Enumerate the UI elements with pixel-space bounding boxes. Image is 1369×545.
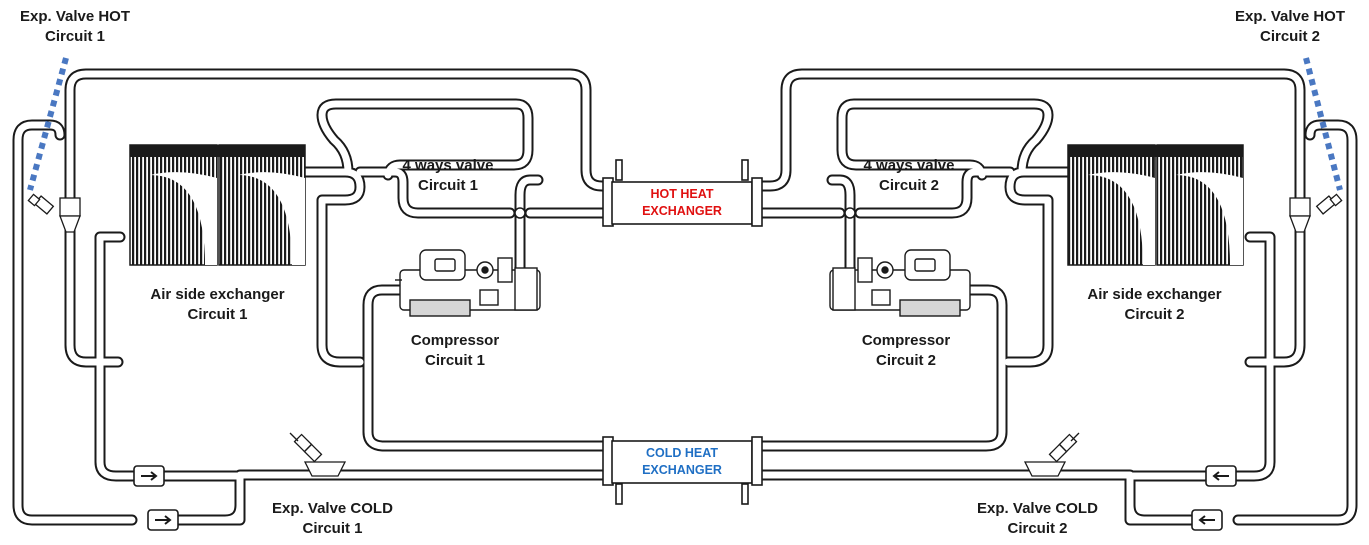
air-side-exchanger-circuit-1-label: Air side exchanger Circuit 1 (150, 286, 285, 323)
exp-valve-hot-1-callout-line (27, 57, 69, 191)
compressor-circuit-2-label: Compressor Circuit 2 (861, 332, 951, 369)
exp-valve-hot-circuit-1-label: Exp. Valve HOT Circuit 1 (19, 8, 131, 45)
check-valve-circuit-2-upper (1205, 465, 1237, 487)
exp-valve-hot-circuit-2-label: Exp. Valve HOT Circuit 2 (1234, 8, 1346, 45)
four-way-valve-circuit-2 (844, 207, 856, 219)
exp-valve-cold-circuit-2-label: Exp. Valve COLD Circuit 2 (977, 500, 1098, 537)
cold-heat-exchanger-label: COLD HEAT EXCHANGER (642, 446, 722, 477)
compressor-circuit-2 (829, 249, 971, 317)
compressor-circuit-1-label: Compressor Circuit 1 (410, 332, 500, 369)
check-valve-circuit-1-upper (133, 465, 165, 487)
exp-valve-cold-circuit-2 (1023, 432, 1080, 477)
exp-valve-cold-circuit-1-label: Exp. Valve COLD Circuit 1 (272, 500, 393, 537)
air-side-exchanger-circuit-1 (129, 144, 306, 266)
exp-valve-hot-circuit-1 (27, 193, 81, 233)
air-side-exchanger-circuit-2 (1067, 144, 1244, 266)
four-way-valve-circuit-1-label: 4 ways valve Circuit 1 (402, 157, 494, 194)
air-side-exchanger-circuit-2-label: Air side exchanger Circuit 2 (1087, 286, 1222, 323)
four-way-valve-circuit-1 (514, 207, 526, 219)
hot-heat-exchanger-label: HOT HEAT EXCHANGER (642, 187, 722, 218)
pipe-network (12, 68, 1358, 526)
exp-valve-hot-circuit-2 (1289, 193, 1343, 233)
exp-valve-cold-circuit-1 (289, 432, 347, 477)
four-way-valve-circuit-2-label: 4 ways valve Circuit 2 (863, 157, 955, 194)
check-valve-circuit-1-lower (147, 509, 179, 531)
exp-valve-hot-2-callout-line (1303, 57, 1343, 191)
check-valve-circuit-2-lower (1191, 509, 1223, 531)
cold-heat-exchanger (602, 436, 763, 505)
hot-heat-exchanger (602, 159, 763, 227)
compressor-circuit-1 (395, 249, 541, 317)
